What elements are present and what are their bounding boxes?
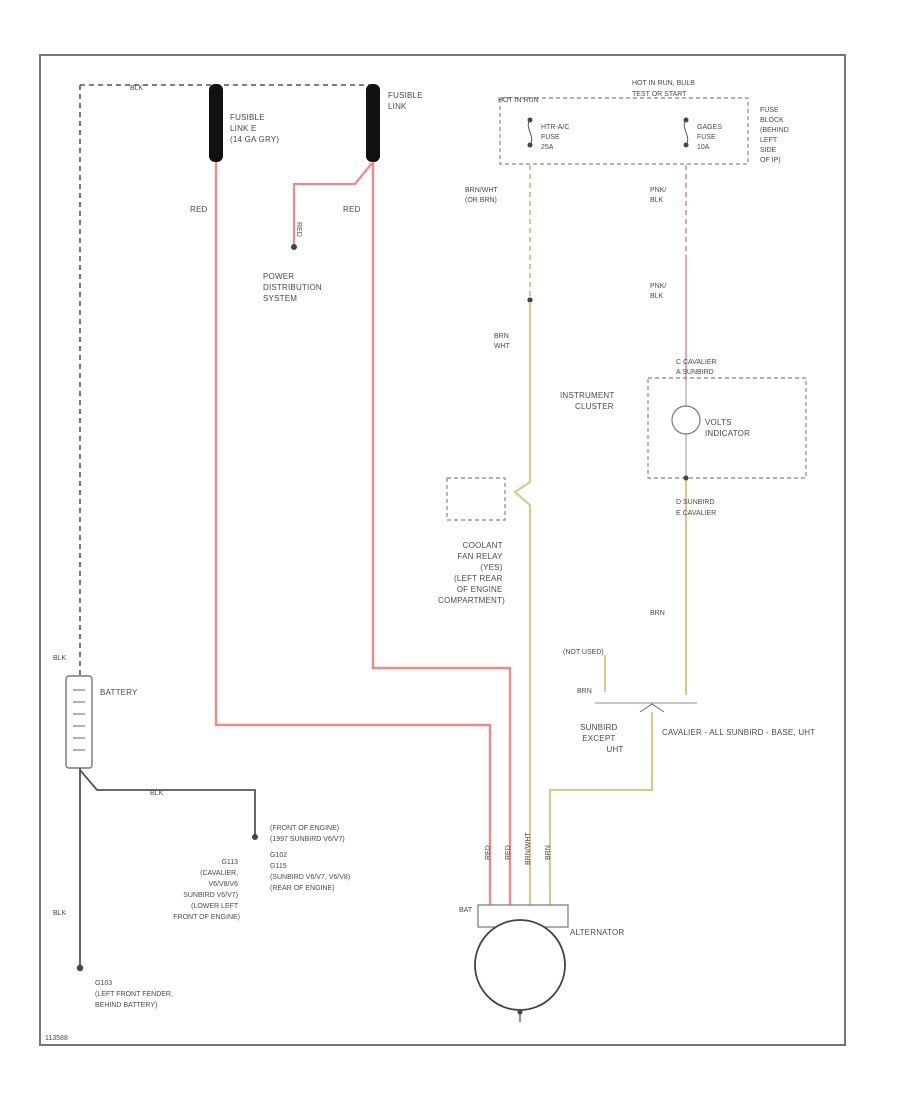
cavalier-all-label: CAVALIER - ALL SUNBIRD - BASE, UHT xyxy=(662,728,815,737)
g103-ground-point xyxy=(76,964,84,972)
fuse-block-label: FUSE BLOCK (BEHIND LEFT SIDE OF IP) xyxy=(760,107,791,164)
hvac-fuse-label: HTR-A/C FUSE 25A xyxy=(541,124,571,151)
brn-wht-wire xyxy=(513,302,532,905)
red-vertical-label: RED xyxy=(295,222,302,237)
sunbird-cavalier-label: D SUNBIRD E CAVALIER xyxy=(676,499,716,517)
splice-brace xyxy=(639,703,665,713)
red-left-label: RED xyxy=(190,205,208,214)
alternator-label: ALTERNATOR xyxy=(570,928,624,937)
coolant-relay-outline xyxy=(446,477,506,521)
sunbird-except-label: SUNBIRD EXCEPT UHT xyxy=(580,723,623,754)
blk-top-label: BLK xyxy=(130,85,144,92)
volts-indicator-label: VOLTS INDICATOR xyxy=(705,418,750,438)
alternator-symbol xyxy=(474,919,566,1011)
engine-ground-wire xyxy=(79,769,256,835)
not-used-label: (NOT USED) xyxy=(563,649,604,656)
pnk-blk-mid-label: PNK/ BLK xyxy=(650,283,668,300)
blk-left-label: BLK xyxy=(53,910,67,917)
alt-wire-4-label: BRN xyxy=(545,845,552,860)
g113-label: G113 (CAVALIER, V6/V8/V6 SUNBIRD V6/V7) … xyxy=(173,859,240,921)
figure-id: 113588 xyxy=(45,1035,68,1042)
pnk-blk-top-label: PNK/ BLK xyxy=(650,187,668,204)
brn-alternator-wire xyxy=(548,712,654,905)
red-wire-power-distribution xyxy=(292,161,374,245)
engine-ground-point xyxy=(252,834,258,840)
brn-stub-label: BRN xyxy=(577,688,592,695)
volts-indicator-gauge xyxy=(671,405,701,435)
alt-wire-2-label: RED xyxy=(505,845,512,860)
power-distribution-label: POWER DISTRIBUTION SYSTEM xyxy=(263,272,324,303)
red-wire-fusible-e xyxy=(214,162,492,905)
fusible-link-e-label: FUSIBLE LINK E (14 GA GRY) xyxy=(230,113,279,144)
hot-in-run-label: HOT IN RUN xyxy=(498,97,539,104)
battery-label: BATTERY xyxy=(100,688,138,697)
bat-terminal-label: BAT xyxy=(459,907,473,914)
g103-label: G103 (LEFT FRONT FENDER, BEHIND BATTERY) xyxy=(95,980,175,1009)
diagram-border xyxy=(39,54,846,1046)
brn-wht-label: BRN WHT xyxy=(494,333,511,350)
fusible-link xyxy=(366,84,380,162)
fuse-block-outline xyxy=(499,97,749,165)
instrument-cluster-label: INSTRUMENT CLUSTER xyxy=(560,391,617,411)
front-of-engine-label: (FRONT OF ENGINE) (1997 SUNBIRD V6/V7) G… xyxy=(270,825,352,892)
cluster-connector xyxy=(683,475,689,481)
brn-wht-or-brn-label: BRN/WHT (OR BRN) xyxy=(465,187,500,204)
alt-wire-3-label: BRN/WHT xyxy=(525,832,532,865)
cavalier-sunbird-top-label: C CAVALIER A SUNBIRD xyxy=(676,359,719,376)
red-mid-label: RED xyxy=(343,205,361,214)
hvac-fuse-element xyxy=(527,119,533,146)
blk-ground-wire-label: BLK xyxy=(150,790,164,797)
hot-in-run-bulb-label: HOT IN RUN, BULB TEST OR START xyxy=(632,80,697,98)
blk-battery-label: BLK xyxy=(53,655,67,662)
red-wire-fusible xyxy=(371,162,512,905)
gages-fuse-label: GAGES FUSE 10A xyxy=(697,124,724,151)
brn-wht-connector xyxy=(527,297,533,303)
coolant-relay-label: COOLANT FAN RELAY (YES) (LEFT REAR OF EN… xyxy=(438,541,505,605)
brn-right-label: BRN xyxy=(650,610,665,617)
battery-symbol xyxy=(65,675,93,769)
gages-fuse-element xyxy=(683,119,689,146)
fusible-link-label: FUSIBLE LINK xyxy=(388,91,425,111)
fusible-link-e xyxy=(209,84,223,162)
instrument-cluster-outline xyxy=(647,377,807,479)
power-dist-point xyxy=(291,244,297,250)
alt-wire-1-label: RED xyxy=(485,845,492,860)
battery-cells xyxy=(73,689,85,751)
